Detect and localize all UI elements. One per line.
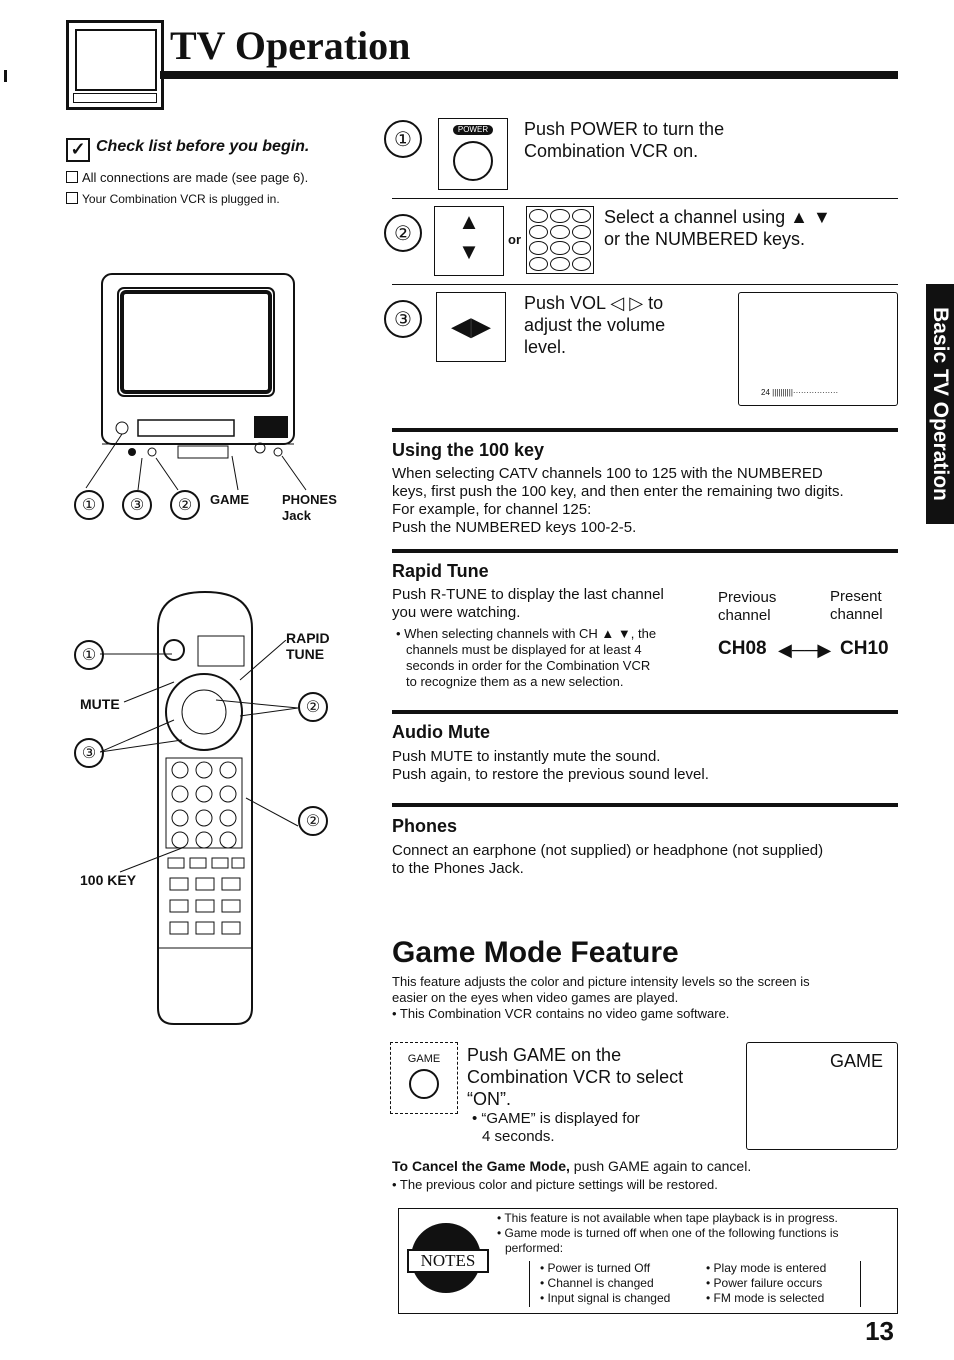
notes-badge: NOTES: [407, 1223, 489, 1293]
tv-icon: [66, 20, 164, 110]
present-channel-label: Present channel: [830, 588, 883, 623]
title-rule: [160, 71, 898, 79]
step-1-number: ①: [384, 120, 422, 158]
heading-phones: Phones: [392, 816, 458, 836]
checklist-item-2: Your Combination VCR is plugged in.: [66, 192, 280, 206]
heading-rapid-tune: Rapid Tune: [392, 561, 489, 581]
heading-100-key: Using the 100 key: [392, 440, 545, 460]
checkbox-icon: [66, 171, 78, 183]
notes-col-2: • Play mode is entered • Power failure o…: [706, 1261, 827, 1305]
page-number: 13: [865, 1316, 894, 1346]
notes-box: NOTES • This feature is not available wh…: [398, 1208, 898, 1314]
step-2-number: ②: [384, 214, 422, 252]
section-rule-mute: [392, 710, 898, 714]
game-step-sub: • “GAME” is displayed for 4 seconds.: [472, 1110, 640, 1145]
volume-level-readout: 24 ||||||||||·················: [761, 388, 839, 397]
mute-label: MUTE: [80, 696, 120, 712]
checklist-heading: ✓Check list before you begin.: [66, 138, 309, 162]
channel-arrows-box: ▲ ▼: [434, 206, 504, 276]
heading-audio-mute: Audio Mute: [392, 722, 490, 742]
page-title: TV Operation: [170, 23, 411, 68]
margin-mark: [4, 70, 7, 82]
previous-channel-label: Previous channel: [718, 589, 777, 624]
step-divider-2: [392, 284, 898, 285]
remote-callout-2b: ②: [298, 806, 328, 836]
step-1-text: Push POWER to turn the Combination VCR o…: [524, 119, 725, 161]
remote-illustration: [157, 590, 253, 1025]
tv-icon-control-bar: [73, 93, 157, 103]
channel-down-icon: ▼: [458, 239, 480, 264]
notes-conditions: • Power is turned Off • Channel is chang…: [529, 1261, 861, 1307]
numbered-keys-icon: [526, 206, 594, 274]
rapid-tune-bullet: • When selecting channels with CH ▲ ▼, t…: [396, 626, 657, 689]
or-label: or: [508, 232, 521, 247]
step-divider-1: [392, 198, 898, 199]
notes-label: NOTES: [407, 1249, 489, 1273]
volume-screen: 24 ||||||||||·················: [738, 292, 898, 406]
swap-arrow-icon: ◀──▶: [778, 640, 832, 660]
game-mode-intro: This feature adjusts the color and pictu…: [392, 974, 810, 1021]
text-phones: Connect an earphone (not supplied) or he…: [392, 842, 824, 877]
game-mode-title: Game Mode Feature: [392, 936, 679, 969]
notes-text: • This feature is not available when tap…: [497, 1211, 839, 1255]
section-rule-100: [392, 428, 898, 432]
text-100-key: When selecting CATV channels 100 to 125 …: [392, 465, 844, 536]
text-rapid-tune: Push R-TUNE to display the last channel …: [392, 586, 664, 621]
power-button-box: POWER: [438, 118, 508, 190]
remote-leader-lines: [100, 640, 299, 873]
game-button-box: GAME: [390, 1042, 458, 1114]
checkbox-icon: [66, 192, 78, 204]
notes-col-1: • Power is turned Off • Channel is chang…: [540, 1261, 671, 1305]
channel-present-value: CH10: [840, 638, 889, 659]
tv-icon-screen: [75, 29, 157, 91]
section-rule-phones: [392, 803, 898, 807]
game-step-text: Push GAME on the Combination VCR to sele…: [467, 1045, 684, 1109]
game-restore-text: • The previous color and picture setting…: [392, 1177, 718, 1192]
channel-up-icon: ▲: [458, 209, 480, 234]
checklist-item-1: All connections are made (see page 6).: [66, 170, 308, 185]
step-2-text: Select a channel using ▲ ▼ or the NUMBER…: [604, 207, 831, 249]
text-audio-mute: Push MUTE to instantly mute the sound. P…: [392, 748, 709, 783]
100-key-label: 100 KEY: [80, 872, 137, 888]
jack-label: Jack: [282, 508, 311, 523]
game-button-label: GAME: [407, 1053, 441, 1065]
callout-1: ①: [74, 490, 104, 520]
checkmark-icon: ✓: [66, 138, 90, 162]
phones-label: PHONES: [282, 492, 337, 507]
section-side-tab: Basic TV Operation: [926, 284, 954, 524]
tv-callouts: ① ③ ②: [74, 490, 200, 520]
volume-up-icon: ▶: [471, 311, 491, 341]
remote-callout-1: ①: [74, 640, 104, 670]
game-label: GAME: [210, 492, 249, 507]
callout-3: ③: [122, 490, 152, 520]
volume-down-icon: ◀: [451, 311, 471, 341]
channel-prev-value: CH08: [718, 638, 767, 659]
remote-callout-2a: ②: [298, 692, 328, 722]
callout-2: ②: [170, 490, 200, 520]
step-3-text: Push VOL ◁ ▷ to adjust the volume level.: [524, 293, 666, 357]
game-cancel-text: To Cancel the Game Mode, push GAME again…: [392, 1158, 752, 1174]
game-button-icon: [409, 1069, 439, 1099]
remote-callout-3: ③: [74, 738, 104, 768]
tv-illustration: [85, 273, 307, 491]
power-label: POWER: [453, 125, 493, 135]
power-button-icon: [453, 141, 493, 181]
section-rule-rapid: [392, 549, 898, 553]
volume-arrows-box: ◀▶: [436, 292, 506, 362]
game-screen-text: GAME: [829, 1051, 883, 1071]
game-screen: GAME: [746, 1042, 898, 1150]
step-3-number: ③: [384, 300, 422, 338]
